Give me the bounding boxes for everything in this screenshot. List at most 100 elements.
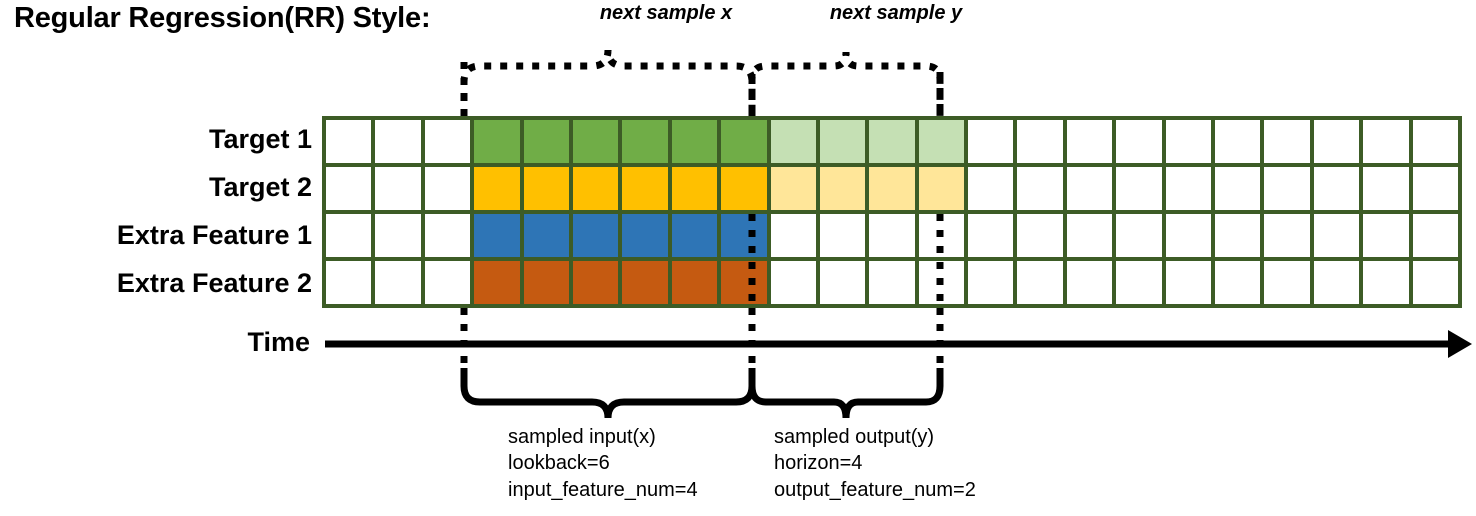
grid-cell-r0-c7	[671, 120, 718, 163]
grid-cell-r0-c22	[1412, 120, 1458, 163]
grid-cell-r0-c11	[869, 120, 915, 163]
sampled-input-note: sampled input(x) lookback=6 input_featur…	[508, 424, 698, 503]
grid-cell-r2-c1	[375, 214, 421, 257]
grid-cell-r3-c20	[1313, 261, 1360, 304]
grid-cell-r3-c13	[968, 261, 1014, 304]
grid-cell-r2-c3	[474, 214, 520, 257]
grid-cell-r2-c8	[721, 214, 767, 257]
grid-cell-r0-c16	[1116, 120, 1162, 163]
grid-cell-r0-c4	[523, 120, 569, 163]
sampled-output-line-3: output_feature_num=2	[774, 478, 976, 501]
grid-cell-r0-c10	[819, 120, 866, 163]
grid-cell-r1-c21	[1363, 167, 1409, 210]
grid-cell-r2-c14	[1017, 214, 1063, 257]
row-label-target-1: Target 1	[208, 124, 312, 154]
next-sample-x-label: next sample x	[599, 2, 733, 24]
grid-cell-r1-c7	[671, 167, 718, 210]
grid-cell-r1-c13	[968, 167, 1014, 210]
grid-cell-r1-c20	[1313, 167, 1360, 210]
grid-cell-r0-c6	[622, 120, 668, 163]
grid-cell-r3-c22	[1412, 261, 1458, 304]
sampled-input-line-3: input_feature_num=4	[508, 478, 698, 501]
next-sample-y-label: next sample y	[829, 2, 963, 24]
grid-cell-r0-c18	[1215, 120, 1261, 163]
grid-cell-r3-c0	[326, 261, 372, 304]
grid-cell-r2-c17	[1165, 214, 1212, 257]
grid-cell-r0-c2	[424, 120, 471, 163]
brace-sampled-input	[460, 368, 756, 419]
grid-cell-r1-c12	[918, 167, 965, 210]
grid-cell-r0-c8	[721, 120, 767, 163]
grid-cell-r1-c10	[819, 167, 866, 210]
grid-cell-r2-c11	[869, 214, 915, 257]
grid-cell-r3-c9	[770, 261, 816, 304]
grid-cell-r3-c8	[721, 261, 767, 304]
grid-cell-r1-c2	[424, 167, 471, 210]
brace-next-sample-y	[748, 51, 944, 116]
sampled-input-line-2: lookback=6	[508, 452, 610, 475]
grid-cell-r0-c13	[968, 120, 1014, 163]
grid-cell-r1-c11	[869, 167, 915, 210]
grid-cell-r0-c14	[1017, 120, 1063, 163]
grid-cell-r0-c20	[1313, 120, 1360, 163]
timeseries-grid	[322, 116, 1462, 308]
grid-cell-r0-c19	[1264, 120, 1310, 163]
grid-cell-r2-c4	[523, 214, 569, 257]
time-axis-label: Time	[247, 327, 310, 357]
grid-cell-r1-c3	[474, 167, 520, 210]
grid-cell-r0-c9	[770, 120, 816, 163]
grid-cell-r3-c4	[523, 261, 569, 304]
grid-cell-r1-c19	[1264, 167, 1310, 210]
grid-cell-r2-c9	[770, 214, 816, 257]
grid-cell-r2-c5	[572, 214, 619, 257]
grid-cell-r2-c19	[1264, 214, 1310, 257]
sampled-output-line-1: sampled output(y)	[774, 426, 935, 448]
row-label-column: Target 1 Target 2 Extra Feature 1 Extra …	[0, 0, 312, 516]
grid-cell-r1-c18	[1215, 167, 1261, 210]
grid-cell-r0-c0	[326, 120, 372, 163]
grid-cell-r1-c4	[523, 167, 569, 210]
grid-cell-r3-c6	[622, 261, 668, 304]
grid-cell-r0-c15	[1066, 120, 1113, 163]
grid-cell-r2-c13	[968, 214, 1014, 257]
grid-cell-r2-c12	[918, 214, 965, 257]
brace-next-sample-x	[460, 49, 756, 116]
grid-cell-r1-c14	[1017, 167, 1063, 210]
grid-cell-r1-c16	[1116, 167, 1162, 210]
grid-cell-r1-c8	[721, 167, 767, 210]
grid-cell-r1-c22	[1412, 167, 1458, 210]
grid-cell-r2-c21	[1363, 214, 1409, 257]
grid-cell-r3-c15	[1066, 261, 1113, 304]
grid-cell-r3-c7	[671, 261, 718, 304]
grid-cell-r2-c2	[424, 214, 471, 257]
grid-cell-r3-c1	[375, 261, 421, 304]
brace-sampled-output	[748, 368, 944, 419]
grid-cell-r3-c18	[1215, 261, 1261, 304]
grid-cell-r3-c17	[1165, 261, 1212, 304]
grid-cell-r2-c7	[671, 214, 718, 257]
row-label-target-2: Target 2	[208, 172, 312, 202]
grid-cell-r3-c14	[1017, 261, 1063, 304]
grid-cell-r3-c2	[424, 261, 471, 304]
grid-cell-r2-c0	[326, 214, 372, 257]
grid-cell-r1-c15	[1066, 167, 1113, 210]
grid-cell-r2-c22	[1412, 214, 1458, 257]
sampled-output-note: sampled output(y) horizon=4 output_featu…	[774, 424, 976, 503]
grid-cell-r3-c5	[572, 261, 619, 304]
row-label-extra-feature-1: Extra Feature 1	[116, 220, 312, 250]
time-axis-arrow	[325, 330, 1472, 358]
grid-cell-r0-c12	[918, 120, 965, 163]
row-label-extra-feature-2: Extra Feature 2	[116, 268, 312, 298]
grid-cell-r2-c20	[1313, 214, 1360, 257]
grid-cell-r3-c19	[1264, 261, 1310, 304]
sampled-input-line-1: sampled input(x)	[508, 426, 656, 448]
grid-cell-r2-c16	[1116, 214, 1162, 257]
grid-cell-r3-c12	[918, 261, 965, 304]
grid-cell-r0-c3	[474, 120, 520, 163]
grid-cell-r3-c3	[474, 261, 520, 304]
grid-cell-r0-c5	[572, 120, 619, 163]
grid-cell-r3-c10	[819, 261, 866, 304]
grid-cell-r0-c17	[1165, 120, 1212, 163]
grid-cell-r2-c6	[622, 214, 668, 257]
